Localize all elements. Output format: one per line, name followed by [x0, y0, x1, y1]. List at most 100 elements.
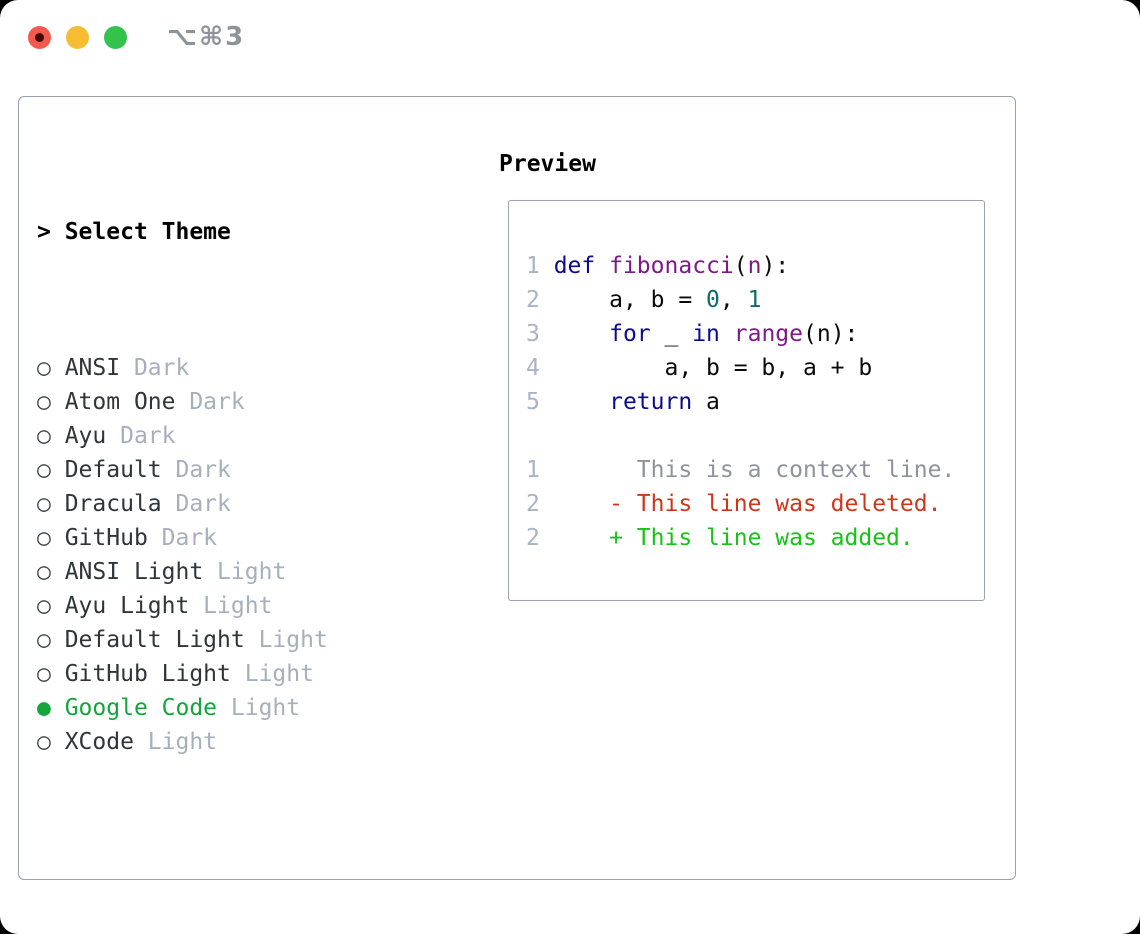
- theme-option[interactable]: ○ GitHub Light Light: [37, 657, 425, 691]
- theme-name: Google Code: [64, 695, 218, 721]
- code-segment: [595, 253, 609, 279]
- theme-option[interactable]: ○ Ayu Light Light: [37, 589, 425, 623]
- window-shortcut-label: ⌥⌘3: [167, 22, 246, 52]
- code-segment: return: [609, 389, 693, 415]
- preview-line: 5 return a: [526, 385, 984, 419]
- code-segment: (n):: [803, 321, 859, 347]
- theme-option[interactable]: ○ Ayu Dark: [37, 419, 425, 453]
- code-segment: in: [692, 321, 720, 347]
- line-number: 4: [526, 355, 554, 381]
- radio-icon: ○: [37, 491, 65, 517]
- theme-option[interactable]: ○ ANSI Light Light: [37, 555, 425, 589]
- theme-option[interactable]: ○ Atom One Dark: [37, 385, 425, 419]
- radio-icon: ○: [37, 355, 65, 381]
- theme-name: GitHub Light: [64, 661, 231, 687]
- theme-name: Ayu: [64, 423, 107, 449]
- code-segment: def: [553, 253, 596, 279]
- code-segment: [720, 321, 734, 347]
- theme-variant: Dark: [106, 423, 176, 449]
- prompt-caret-icon: >: [37, 219, 51, 245]
- window-titlebar: ⌥⌘3: [0, 0, 1140, 74]
- radio-icon: ○: [37, 593, 65, 619]
- theme-option[interactable]: ○ Default Dark: [37, 453, 425, 487]
- theme-option[interactable]: ○ XCode Light: [37, 725, 425, 759]
- theme-variant: Dark: [161, 457, 231, 483]
- theme-variant: Dark: [120, 355, 190, 381]
- line-number: 2: [526, 491, 540, 517]
- radio-icon: ○: [37, 457, 65, 483]
- theme-option[interactable]: ○ ANSI Dark: [37, 351, 425, 385]
- theme-option[interactable]: ● Google Code Light: [37, 691, 425, 725]
- radio-icon: ○: [37, 389, 65, 415]
- code-segment: [540, 525, 609, 551]
- traffic-lights: [28, 26, 127, 49]
- code-segment: + This line was added.: [609, 525, 914, 551]
- minimize-button[interactable]: [66, 26, 89, 49]
- code-segment: This is a context line.: [539, 457, 956, 483]
- radio-icon: ○: [37, 525, 65, 551]
- select-theme-header: > Select Theme: [37, 215, 425, 249]
- code-segment: a: [692, 389, 720, 415]
- list-title: Select Theme: [64, 219, 231, 245]
- theme-variant: Dark: [147, 525, 218, 551]
- line-number: 5: [526, 389, 554, 415]
- theme-variant: Light: [203, 559, 287, 585]
- theme-name: Atom One: [64, 389, 176, 415]
- code-segment: ):: [761, 253, 790, 279]
- line-number: 1: [526, 457, 540, 483]
- code-segment: ,: [719, 287, 748, 313]
- code-segment: range: [733, 321, 803, 347]
- zoom-button[interactable]: [104, 26, 127, 49]
- preview-line: 2 a, b = 0, 1: [526, 283, 984, 317]
- code-segment: for: [609, 321, 651, 347]
- preview-line: 2 - This line was deleted.: [526, 487, 984, 521]
- main-panel: >Select Theme ○ ANSI Dark○ Atom One Dark…: [18, 96, 1016, 880]
- theme-name: Default Light: [64, 627, 245, 653]
- radio-icon: ○: [37, 729, 65, 755]
- preview-line: 2 + This line was added.: [526, 521, 984, 555]
- close-dot-icon: [35, 33, 44, 42]
- code-segment: n: [747, 253, 762, 279]
- preview-line: 1 This is a context line.: [526, 453, 984, 487]
- close-button[interactable]: [28, 26, 51, 49]
- theme-option[interactable]: ○ GitHub Dark: [37, 521, 425, 555]
- preview-line: 1 def fibonacci(n):: [526, 249, 984, 283]
- radio-selected-icon: ●: [37, 695, 65, 721]
- code-segment: [554, 389, 609, 415]
- code-segment: a, b =: [553, 287, 707, 313]
- preview-title: Preview: [499, 151, 596, 177]
- theme-name: Default: [64, 457, 162, 483]
- theme-name: ANSI Light: [64, 559, 204, 585]
- theme-name: GitHub: [64, 525, 148, 551]
- theme-name: ANSI: [64, 355, 121, 381]
- code-segment: - This line was deleted.: [609, 491, 942, 517]
- theme-variant: Dark: [175, 389, 245, 415]
- code-segment: a, b = b, a + b: [553, 355, 873, 381]
- theme-variant: Light: [189, 593, 273, 619]
- line-number: 2: [526, 287, 554, 313]
- theme-variant: Light: [230, 661, 314, 687]
- radio-icon: ○: [37, 423, 65, 449]
- theme-variant: Light: [244, 627, 328, 653]
- radio-icon: ○: [37, 661, 65, 687]
- preview-line: 3 for _ in range(n):: [526, 317, 984, 351]
- code-segment: [540, 491, 609, 517]
- preview-line: [526, 419, 984, 453]
- theme-option[interactable]: ○ Default Light Light: [37, 623, 425, 657]
- theme-name: Dracula: [64, 491, 162, 517]
- theme-name: XCode: [64, 729, 134, 755]
- spacer-row: [37, 861, 425, 895]
- theme-name: Ayu Light: [64, 593, 190, 619]
- preview-line: 4 a, b = b, a + b: [526, 351, 984, 385]
- theme-list: ○ ANSI Dark○ Atom One Dark○ Ayu Dark○ De…: [37, 351, 425, 759]
- code-segment: [554, 321, 609, 347]
- radio-icon: ○: [37, 559, 65, 585]
- theme-variant: Light: [217, 695, 301, 721]
- theme-variant: Light: [133, 729, 218, 755]
- code-segment: (: [733, 253, 748, 279]
- line-number: 1: [526, 253, 554, 279]
- radio-icon: ○: [37, 627, 65, 653]
- theme-option[interactable]: ○ Dracula Dark: [37, 487, 425, 521]
